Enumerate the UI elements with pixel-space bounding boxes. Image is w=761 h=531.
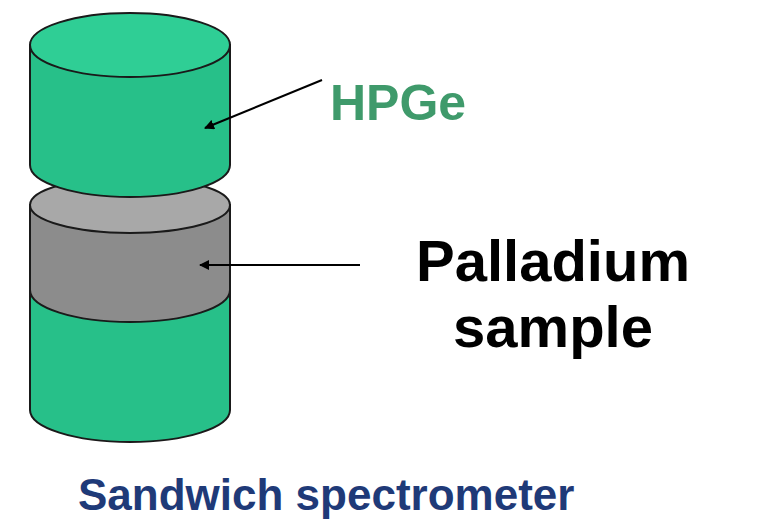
leader-arrow xyxy=(205,80,322,128)
leader-arrow xyxy=(200,264,360,266)
upper-hpge-detector xyxy=(30,13,230,197)
part-label: Palladium sample xyxy=(378,228,728,360)
part-label: HPGe xyxy=(330,74,466,132)
palladium-sample xyxy=(30,177,230,322)
caption: Sandwich spectrometer xyxy=(78,470,574,520)
